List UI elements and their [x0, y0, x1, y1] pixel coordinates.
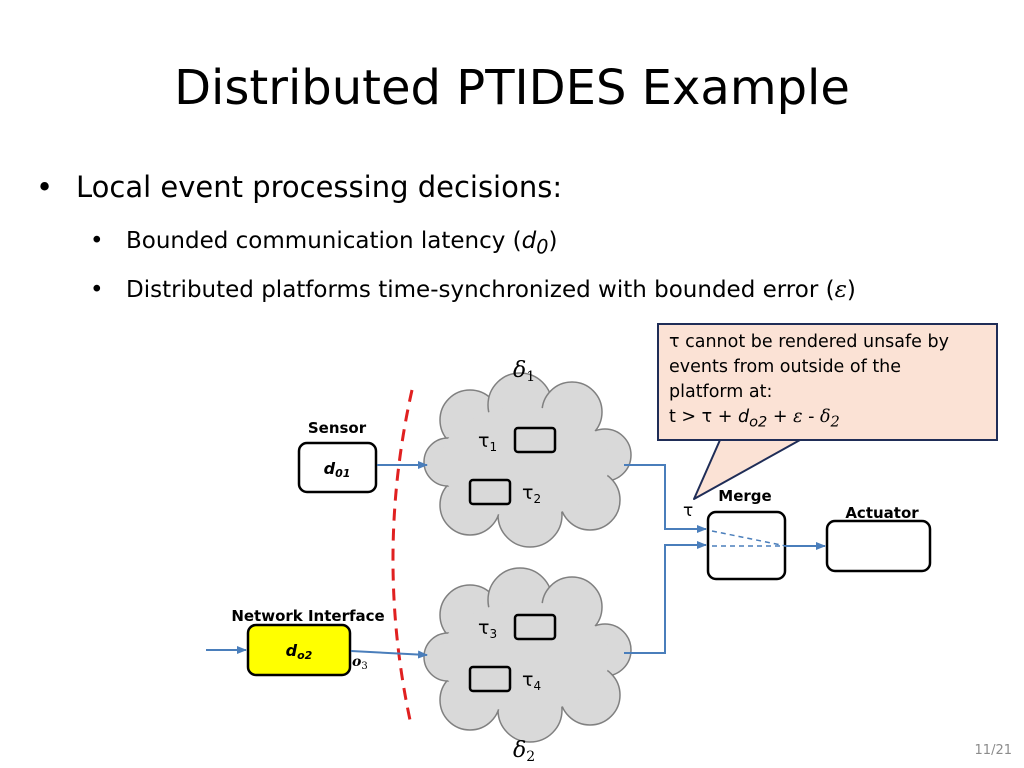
actor-tau3-label: τ3: [478, 617, 497, 641]
network-interface-label: Network Interface: [231, 607, 384, 625]
callout-line-2: events from outside of the: [669, 357, 902, 377]
cloud2-to-merge-arrow: [624, 541, 707, 654]
bullet-dot: •: [90, 277, 104, 303]
sensor-label: Sensor: [308, 419, 367, 437]
sensor-value: d01: [324, 459, 351, 480]
cloud1-delta-label: δ1: [513, 358, 535, 385]
actor-tau1-label: τ1: [478, 430, 497, 454]
actuator-box[interactable]: [825, 519, 932, 573]
slide-number: 11/21: [974, 743, 1012, 758]
actor-tau2-label: τ2: [522, 482, 541, 506]
platform-cloud-2: [423, 567, 632, 743]
network-interface-box[interactable]: [246, 623, 352, 677]
merge-label: Merge: [718, 487, 771, 505]
callout-line-3: platform at:: [669, 382, 773, 402]
actor-tau3-box[interactable]: [513, 613, 557, 641]
connections: [206, 461, 826, 659]
sensor-box[interactable]: [297, 441, 378, 494]
actuator-label: Actuator: [845, 504, 919, 522]
merge-internal-dash-1: [711, 530, 787, 547]
subbullet-sync-text: Distributed platforms time-synchronized …: [126, 277, 856, 303]
bullet-text: Local event processing decisions:: [76, 170, 563, 204]
platform-cloud-1: [423, 372, 632, 548]
slide-title: Distributed PTIDES Example: [174, 60, 850, 116]
actor-tau2-box[interactable]: [468, 478, 512, 506]
unsafe-condition-callout: τ cannot be rendered unsafe by events fr…: [657, 323, 998, 441]
network-to-cloud2-arrow: [350, 650, 428, 659]
network-interface-value: do2: [286, 641, 313, 662]
actor-tau1-box[interactable]: [513, 426, 557, 454]
platform-boundary: [391, 389, 414, 721]
subbullet-latency-text: Bounded communication latency (d0): [126, 228, 558, 259]
bullet-dot: •: [90, 228, 104, 254]
port-o3-label: o3: [352, 654, 368, 672]
cloud2-delta-label: δ2: [513, 738, 535, 765]
callout-line-4: t > τ + do2 + ε - δ2: [669, 407, 840, 431]
merge-tau-label: τ: [683, 501, 693, 521]
merge-box[interactable]: [706, 510, 787, 581]
actor-tau4-box[interactable]: [468, 665, 512, 693]
bullet-dot: •: [36, 170, 54, 204]
callout-line-1: τ cannot be rendered unsafe by: [669, 332, 949, 352]
cloud1-to-merge-arrow: [624, 464, 707, 533]
actor-tau4-label: τ4: [522, 669, 541, 693]
